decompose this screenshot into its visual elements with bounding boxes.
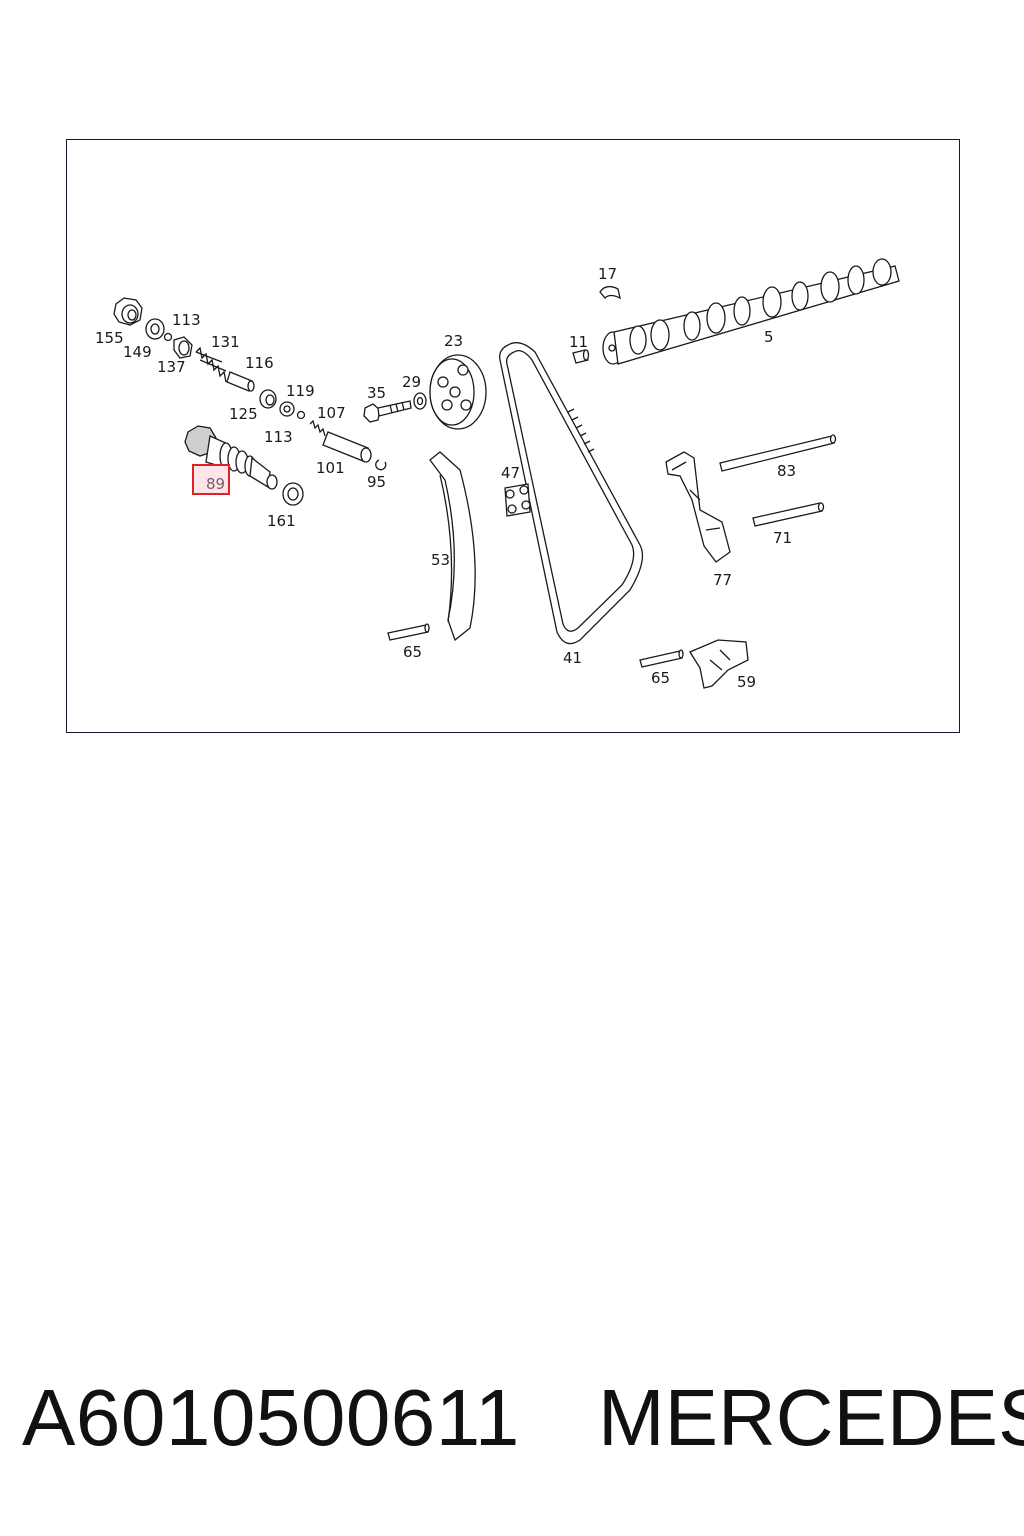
label-131: 131: [211, 333, 240, 351]
part-101-pin: [322, 431, 372, 463]
part-89-adjuster: [184, 425, 278, 490]
part-53-guide-rail: [429, 451, 476, 642]
label-107: 107: [317, 404, 346, 422]
part-161-seal: [282, 482, 304, 506]
label-65-right: 65: [651, 669, 670, 687]
part-23-sprocket: [429, 354, 487, 430]
part-116-pin: [226, 371, 255, 392]
label-35: 35: [367, 384, 386, 402]
label-95: 95: [367, 473, 386, 491]
part-35-bolt: [363, 400, 412, 423]
part-125-cap: [259, 389, 277, 409]
highlight-box-89[interactable]: [192, 464, 230, 495]
part-149-washer: [145, 318, 165, 340]
label-155: 155: [95, 329, 124, 347]
label-23: 23: [444, 332, 463, 350]
label-125: 125: [229, 405, 258, 423]
part-17-key: [599, 285, 621, 300]
label-113-mid: 113: [264, 428, 293, 446]
label-29: 29: [402, 373, 421, 391]
label-47: 47: [501, 464, 520, 482]
label-11: 11: [569, 333, 588, 351]
part-47-link: [504, 483, 531, 517]
part-113-ring-b: [296, 410, 306, 420]
part-119-washer: [279, 401, 295, 417]
label-113-top: 113: [172, 311, 201, 329]
part-number: A6010500611: [22, 1373, 520, 1462]
part-71-pin: [752, 502, 825, 527]
part-107-spring: [309, 419, 326, 437]
part-5-camshaft: [602, 258, 900, 365]
label-149: 149: [123, 343, 152, 361]
part-65-pin-left: [387, 623, 430, 641]
part-131-spring: [195, 346, 227, 383]
label-119: 119: [286, 382, 315, 400]
label-41: 41: [563, 649, 582, 667]
label-65-left: 65: [403, 643, 422, 661]
brand-name: MERCEDES: [598, 1373, 1024, 1462]
part-11-dowel: [572, 349, 590, 364]
part-59-tensioner-rail: [689, 639, 749, 689]
label-5: 5: [764, 328, 774, 346]
part-83-pin: [719, 434, 837, 472]
label-161: 161: [267, 512, 296, 530]
part-29-washer: [413, 392, 427, 410]
exploded-parts-diagram: 17 155 113 149 131 137 116 23 11 5 35 29…: [95, 258, 900, 691]
part-77-bracket: [665, 451, 731, 563]
label-89: 89: [206, 475, 225, 493]
label-59: 59: [737, 673, 756, 691]
label-71: 71: [773, 529, 792, 547]
part-113-ring: [163, 332, 173, 342]
label-101: 101: [316, 459, 345, 477]
label-17: 17: [598, 265, 617, 283]
label-137: 137: [157, 358, 186, 376]
label-83: 83: [777, 462, 796, 480]
label-53: 53: [431, 551, 450, 569]
part-95-circlip: [375, 459, 387, 471]
part-137-cap: [173, 336, 193, 359]
label-116: 116: [245, 354, 274, 372]
label-77: 77: [713, 571, 732, 589]
part-155-nut: [113, 297, 143, 326]
part-65-pin-right: [639, 649, 684, 668]
part-41-chain: [499, 342, 644, 645]
diagram-frame: [66, 139, 960, 733]
